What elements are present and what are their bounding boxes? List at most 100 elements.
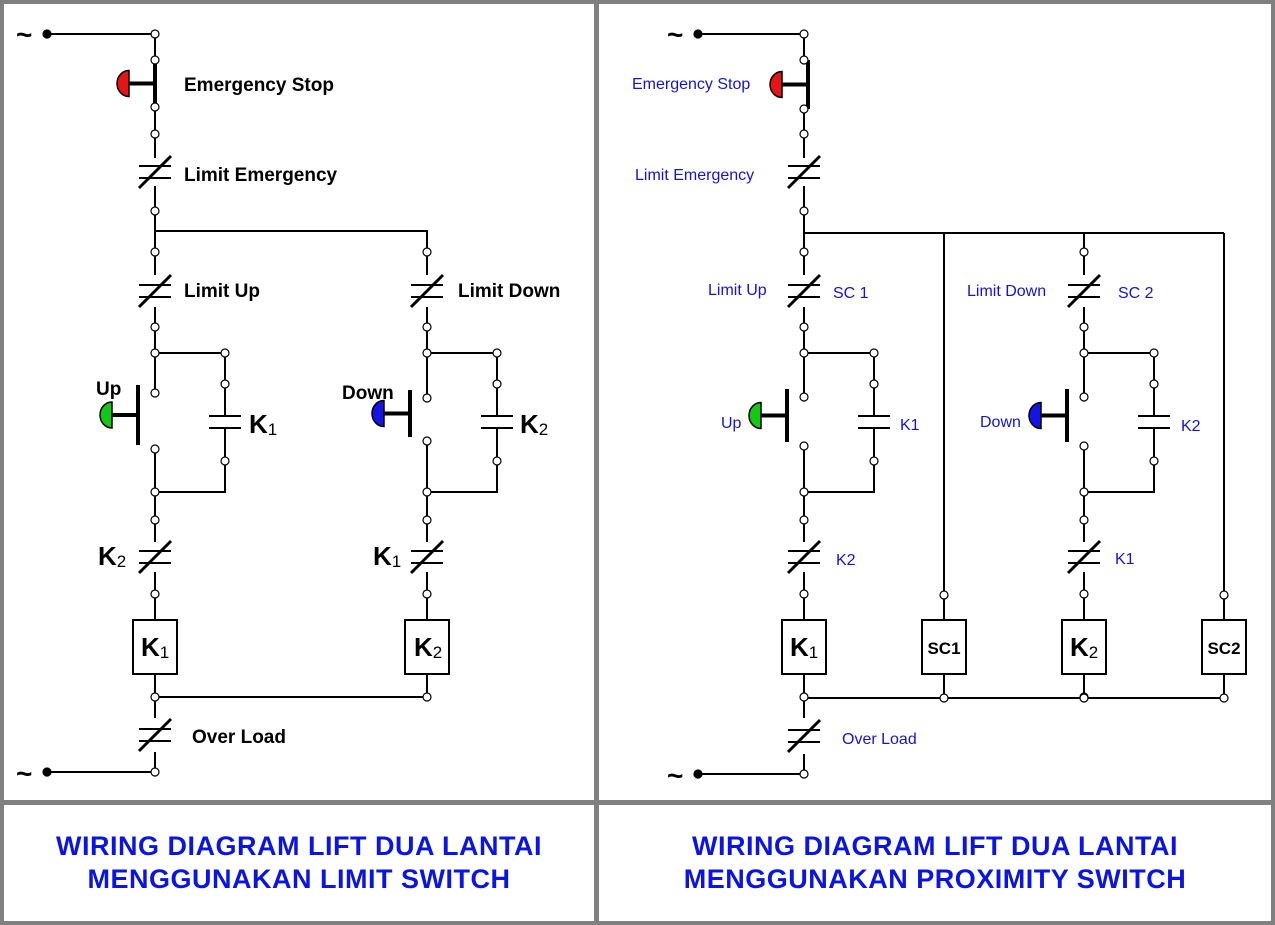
limit-emergency-contact-left bbox=[137, 154, 173, 190]
label-down-left: Down bbox=[342, 383, 394, 404]
terminal-node bbox=[799, 441, 809, 451]
terminal-node bbox=[150, 692, 160, 702]
terminal-node bbox=[422, 436, 432, 446]
sc2-sensor-box bbox=[1201, 619, 1247, 675]
terminal-node bbox=[1149, 456, 1159, 466]
limit-down-contact-left bbox=[409, 273, 445, 309]
label-limit-down-right: Limit Down bbox=[967, 283, 1046, 300]
terminal-node bbox=[492, 379, 502, 389]
wire bbox=[804, 461, 875, 493]
vertical-divider bbox=[594, 0, 599, 925]
terminal-node bbox=[1149, 348, 1159, 358]
supply-terminal bbox=[42, 767, 52, 777]
contact-slash bbox=[137, 273, 173, 309]
terminal-node bbox=[1219, 693, 1229, 703]
terminal-node bbox=[492, 456, 502, 466]
label-k2-coil-right: K2 bbox=[1070, 632, 1098, 662]
contact-slash bbox=[409, 273, 445, 309]
emergency-stop-button-right bbox=[769, 60, 810, 109]
k1-holding-contact-right bbox=[858, 415, 890, 429]
label-up-right: Up bbox=[721, 415, 742, 432]
k1-holding-contact-left bbox=[209, 415, 241, 429]
label-down-right: Down bbox=[980, 414, 1021, 431]
terminal-node bbox=[799, 769, 809, 779]
terminal-node bbox=[939, 693, 949, 703]
label-up-left: Up bbox=[96, 379, 121, 400]
contact-slash bbox=[1066, 539, 1102, 575]
up-button-right bbox=[748, 389, 789, 442]
supply-symbol-top-left: ~ bbox=[16, 19, 32, 50]
sc1-limit-up-contact bbox=[786, 273, 822, 309]
label-limit-up-left: Limit Up bbox=[184, 281, 260, 302]
contact-slash bbox=[137, 717, 173, 753]
terminal-node bbox=[799, 104, 809, 114]
terminal-node bbox=[869, 456, 879, 466]
terminal-node bbox=[422, 348, 432, 358]
terminal-node bbox=[869, 348, 879, 358]
label-emergency-stop-left: Emergency Stop bbox=[184, 75, 334, 96]
down-button-left bbox=[371, 390, 412, 437]
terminal-node bbox=[150, 206, 160, 216]
terminal-node bbox=[799, 29, 809, 39]
contact-slash bbox=[137, 154, 173, 190]
terminal-node bbox=[1219, 590, 1229, 600]
k2-interlock-contact-left bbox=[137, 539, 173, 575]
terminal-node bbox=[1079, 348, 1089, 358]
k2-holding-contact-left bbox=[481, 415, 513, 429]
caption-left-line1: WIRING DIAGRAM LIFT DUA LANTAI bbox=[56, 831, 542, 861]
k2-coil-left bbox=[404, 619, 450, 675]
contact-slash bbox=[786, 539, 822, 575]
down-button-right bbox=[1028, 389, 1069, 442]
label-k1-coil-left: K1 bbox=[141, 632, 169, 662]
supply-symbol-top-right: ~ bbox=[667, 19, 683, 50]
terminal-node bbox=[150, 322, 160, 332]
label-sc1-coil: SC1 bbox=[927, 639, 960, 658]
terminal-node bbox=[1079, 693, 1089, 703]
k2-interlock-contact-right bbox=[786, 539, 822, 575]
terminal-node bbox=[422, 515, 432, 525]
contact-slash bbox=[409, 539, 445, 575]
terminal-node bbox=[799, 515, 809, 525]
terminal-node bbox=[150, 767, 160, 777]
label-over-load-right: Over Load bbox=[842, 731, 917, 748]
k2-holding-contact-right bbox=[1138, 415, 1170, 429]
emergency-stop-button-left bbox=[116, 60, 157, 107]
supply-terminal bbox=[693, 769, 703, 779]
terminal-node bbox=[1079, 515, 1089, 525]
contact-slash bbox=[1066, 273, 1102, 309]
terminal-node bbox=[422, 247, 432, 257]
label-k1-contact-right: K1 bbox=[900, 417, 920, 434]
label-sc1-contact: SC 1 bbox=[833, 285, 869, 302]
terminal-node bbox=[1079, 392, 1089, 402]
terminal-node bbox=[422, 393, 432, 403]
label-sc2-coil: SC2 bbox=[1207, 639, 1240, 658]
label-k1-contact-left: K1 bbox=[249, 409, 277, 439]
terminal-node bbox=[422, 589, 432, 599]
label-k2-contact-right: K2 bbox=[1181, 418, 1201, 435]
terminal-node bbox=[150, 129, 160, 139]
k1-interlock-contact-left bbox=[409, 539, 445, 575]
label-k2-interlock-right: K2 bbox=[836, 552, 856, 569]
k1-coil-right bbox=[781, 619, 827, 675]
caption-right-line1: WIRING DIAGRAM LIFT DUA LANTAI bbox=[692, 831, 1178, 861]
label-k1-coil-right: K1 bbox=[790, 632, 818, 662]
terminal-node bbox=[1079, 441, 1089, 451]
terminal-node bbox=[150, 515, 160, 525]
label-limit-emergency-right: Limit Emergency bbox=[635, 167, 754, 184]
contact-slash bbox=[786, 154, 822, 190]
button-cap bbox=[99, 401, 113, 429]
terminal-node bbox=[150, 29, 160, 39]
label-sc2-contact: SC 2 bbox=[1118, 285, 1154, 302]
terminal-node bbox=[422, 487, 432, 497]
button-cap bbox=[1028, 401, 1042, 430]
label-k2-contact-left: K2 bbox=[520, 409, 548, 439]
terminal-node bbox=[150, 348, 160, 358]
caption-limit-switch: WIRING DIAGRAM LIFT DUA LANTAI MENGGUNAK… bbox=[4, 805, 594, 921]
terminal-node bbox=[150, 388, 160, 398]
terminal-node bbox=[1079, 247, 1089, 257]
terminal-node bbox=[422, 322, 432, 332]
limit-emergency-contact-right bbox=[786, 154, 822, 190]
label-k2-interlock-left: K2 bbox=[98, 541, 126, 571]
wire bbox=[1084, 461, 1155, 493]
contact-slash bbox=[786, 718, 822, 754]
